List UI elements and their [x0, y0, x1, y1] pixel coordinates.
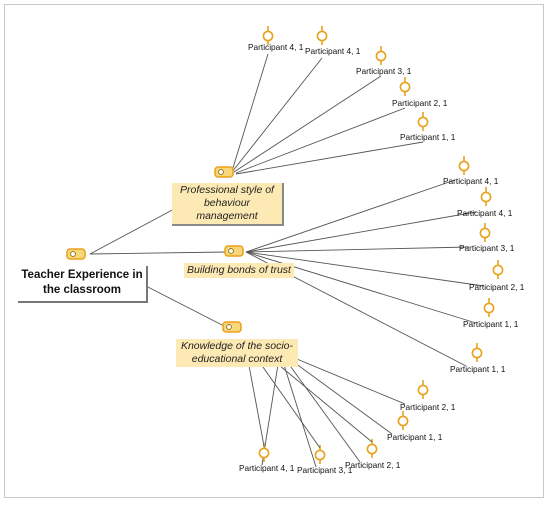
leaf-label[interactable]: Participant 2, 1	[400, 402, 456, 412]
leaf-label[interactable]: Participant 2, 1	[469, 282, 525, 292]
leaf-label[interactable]: Participant 4, 1	[443, 176, 499, 186]
participant-pin-icon[interactable]	[314, 445, 326, 464]
root-to-theme-link	[141, 283, 225, 327]
participant-pin-icon[interactable]	[366, 439, 378, 458]
root-node-icon[interactable]	[66, 248, 86, 260]
theme-to-leaf-link	[245, 246, 470, 253]
leaf-label[interactable]: Participant 1, 1	[450, 364, 506, 374]
participant-pin-icon[interactable]	[417, 112, 429, 131]
theme-to-leaf-link	[233, 75, 382, 173]
theme-to-leaf-link	[257, 359, 321, 449]
leaf-label[interactable]: Participant 4, 1	[305, 46, 361, 56]
theme-to-leaf-link	[261, 351, 281, 466]
theme-label-socio-educational-context[interactable]: Knowledge of the socio-educational conte…	[176, 339, 298, 367]
theme-to-leaf-link	[245, 251, 485, 287]
theme-to-leaf-link	[245, 211, 477, 253]
root-topic-label[interactable]: Teacher Experience in the classroom	[18, 266, 148, 303]
leaf-label[interactable]: Participant 1, 1	[400, 132, 456, 142]
participant-pin-icon[interactable]	[479, 223, 491, 242]
theme-label-bonds-of-trust[interactable]: Building bonds of trust	[184, 263, 294, 278]
leaf-label[interactable]: Participant 3, 1	[356, 66, 412, 76]
theme-label-behaviour-management[interactable]: Professional style of behaviour manageme…	[172, 183, 284, 226]
leaf-label[interactable]: Participant 2, 1	[392, 98, 448, 108]
theme-to-leaf-link	[235, 107, 406, 174]
participant-pin-icon[interactable]	[399, 77, 411, 96]
participant-pin-icon[interactable]	[316, 26, 328, 45]
theme-to-leaf-link	[279, 351, 393, 435]
participant-pin-icon[interactable]	[375, 46, 387, 65]
participant-pin-icon[interactable]	[471, 343, 483, 362]
root-to-theme-link	[89, 251, 227, 255]
leaf-label[interactable]: Participant 4, 1	[457, 208, 513, 218]
theme-to-leaf-link	[235, 141, 424, 175]
theme-node-icon[interactable]	[222, 321, 242, 333]
leaf-label[interactable]: Participant 1, 1	[387, 432, 443, 442]
leaf-label[interactable]: Participant 4, 1	[248, 42, 304, 52]
theme-node-icon[interactable]	[214, 166, 234, 178]
diagram-frame	[4, 4, 544, 498]
participant-pin-icon[interactable]	[417, 380, 429, 399]
theme-node-icon[interactable]	[224, 245, 244, 257]
participant-pin-icon[interactable]	[483, 298, 495, 317]
theme-to-leaf-link	[279, 351, 406, 405]
participant-pin-icon[interactable]	[258, 443, 270, 462]
leaf-label[interactable]: Participant 2, 1	[345, 460, 401, 470]
participant-pin-icon[interactable]	[458, 156, 470, 175]
theme-to-leaf-link	[279, 351, 317, 468]
leaf-label[interactable]: Participant 1, 1	[463, 319, 519, 329]
leaf-label[interactable]: Participant 4, 1	[239, 463, 295, 473]
theme-to-leaf-link	[231, 57, 323, 173]
theme-to-leaf-link	[245, 179, 456, 253]
leaf-label[interactable]: Participant 3, 1	[297, 465, 353, 475]
theme-to-leaf-link	[231, 53, 269, 172]
root-to-theme-link	[89, 207, 177, 255]
theme-to-leaf-link	[247, 359, 265, 447]
leaf-label[interactable]: Participant 3, 1	[459, 243, 515, 253]
participant-pin-icon[interactable]	[397, 411, 409, 430]
theme-to-leaf-link	[279, 351, 361, 463]
participant-pin-icon[interactable]	[480, 187, 492, 206]
participant-pin-icon[interactable]	[492, 260, 504, 279]
theme-to-leaf-link	[267, 355, 373, 443]
participant-pin-icon[interactable]	[262, 26, 274, 45]
